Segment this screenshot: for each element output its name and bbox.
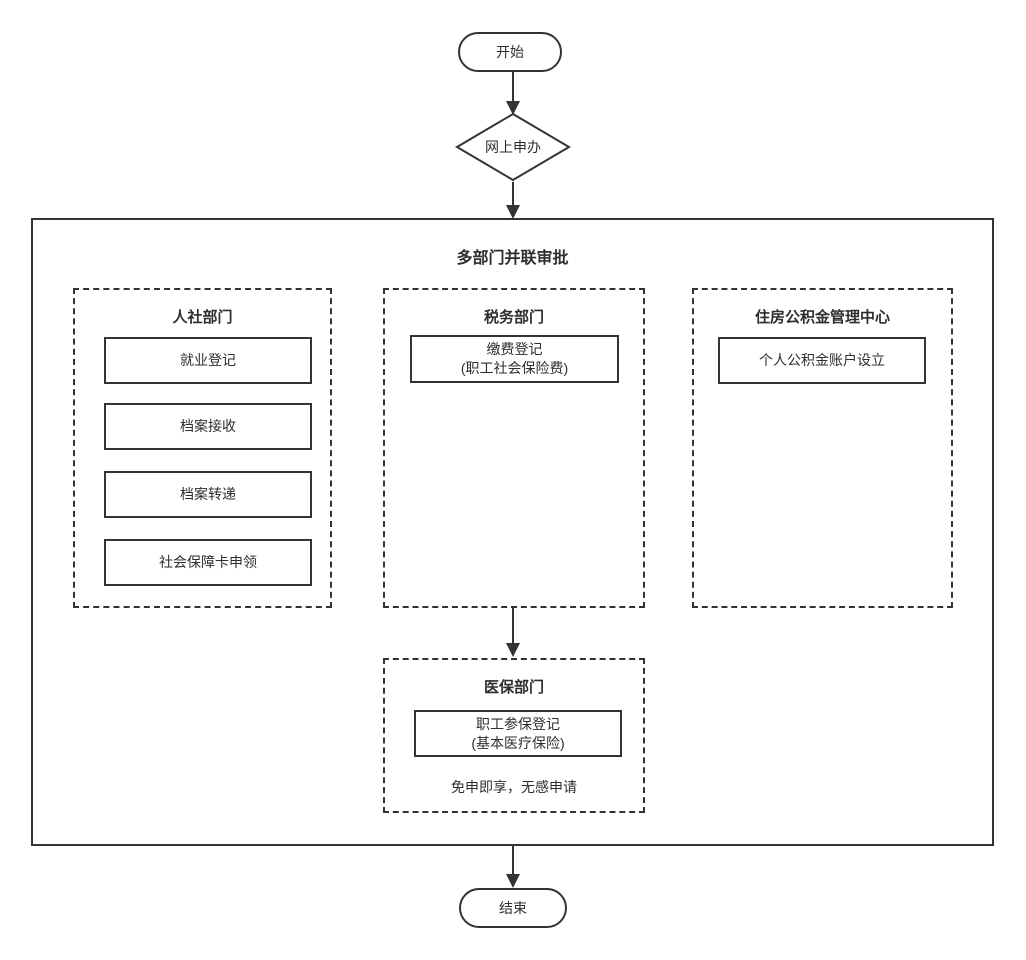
process-label: 档案转递 <box>180 486 236 503</box>
parallel-approval-container: 多部门并联审批 <box>31 218 994 846</box>
department-title: 医保部门 <box>483 679 544 696</box>
department-box-housing-fund: 住房公积金管理中心 个人公积金账户设立 <box>692 288 953 608</box>
process-fund-account-setup: 个人公积金账户设立 <box>718 337 926 384</box>
process-archive-transfer: 档案转递 <box>104 471 312 518</box>
process-label: 职工参保登记 <box>476 715 560 732</box>
department-box-hr-social: 人社部门 就业登记 档案接收 档案转递 社会保障卡申领 <box>73 288 332 608</box>
start-terminal: 开始 <box>458 32 562 72</box>
auto-enjoy-note: 免申即享，无感申请 <box>451 779 577 795</box>
parallel-approval-title: 多部门并联审批 <box>456 250 569 267</box>
arrow-tax-to-medical-head <box>506 643 520 657</box>
process-label: 缴费登记 <box>486 341 543 358</box>
process-social-security-card: 社会保障卡申领 <box>104 539 312 586</box>
end-label: 结束 <box>499 900 527 916</box>
department-title: 人社部门 <box>172 309 233 326</box>
start-label: 开始 <box>496 44 524 60</box>
decision-label: 网上申办 <box>485 139 541 155</box>
process-payment-registration: 缴费登记 (职工社会保险费) <box>410 335 619 383</box>
department-title: 税务部门 <box>483 309 544 326</box>
diamond-shape <box>455 112 571 182</box>
process-employment-registration: 就业登记 <box>104 337 312 384</box>
arrow-container-to-end-head <box>506 874 520 888</box>
department-box-medical-insurance: 医保部门 职工参保登记 (基本医疗保险) 免申即享，无感申请 <box>383 658 645 813</box>
arrow-start-to-decision-line <box>512 72 514 102</box>
process-label: 个人公积金账户设立 <box>759 352 885 369</box>
arrow-tax-to-medical-line <box>512 608 514 644</box>
process-label: 社会保障卡申领 <box>159 554 257 571</box>
process-archive-receiving: 档案接收 <box>104 403 312 450</box>
decision-diamond: 网上申办 <box>455 112 571 182</box>
process-sublabel: (职工社会保险费) <box>460 360 569 376</box>
department-title: 住房公积金管理中心 <box>754 309 890 326</box>
process-label: 就业登记 <box>180 352 236 369</box>
arrow-container-to-end-line <box>512 846 514 875</box>
arrow-start-to-decision-head <box>506 101 520 115</box>
process-medical-insurance-registration: 职工参保登记 (基本医疗保险) <box>414 710 622 757</box>
arrow-decision-to-container-head <box>506 205 520 219</box>
process-sublabel: (基本医疗保险) <box>471 734 565 751</box>
arrow-decision-to-container-line <box>512 182 514 206</box>
department-box-tax: 税务部门 缴费登记 (职工社会保险费) <box>383 288 645 608</box>
process-label: 档案接收 <box>180 418 236 435</box>
end-terminal: 结束 <box>459 888 567 928</box>
